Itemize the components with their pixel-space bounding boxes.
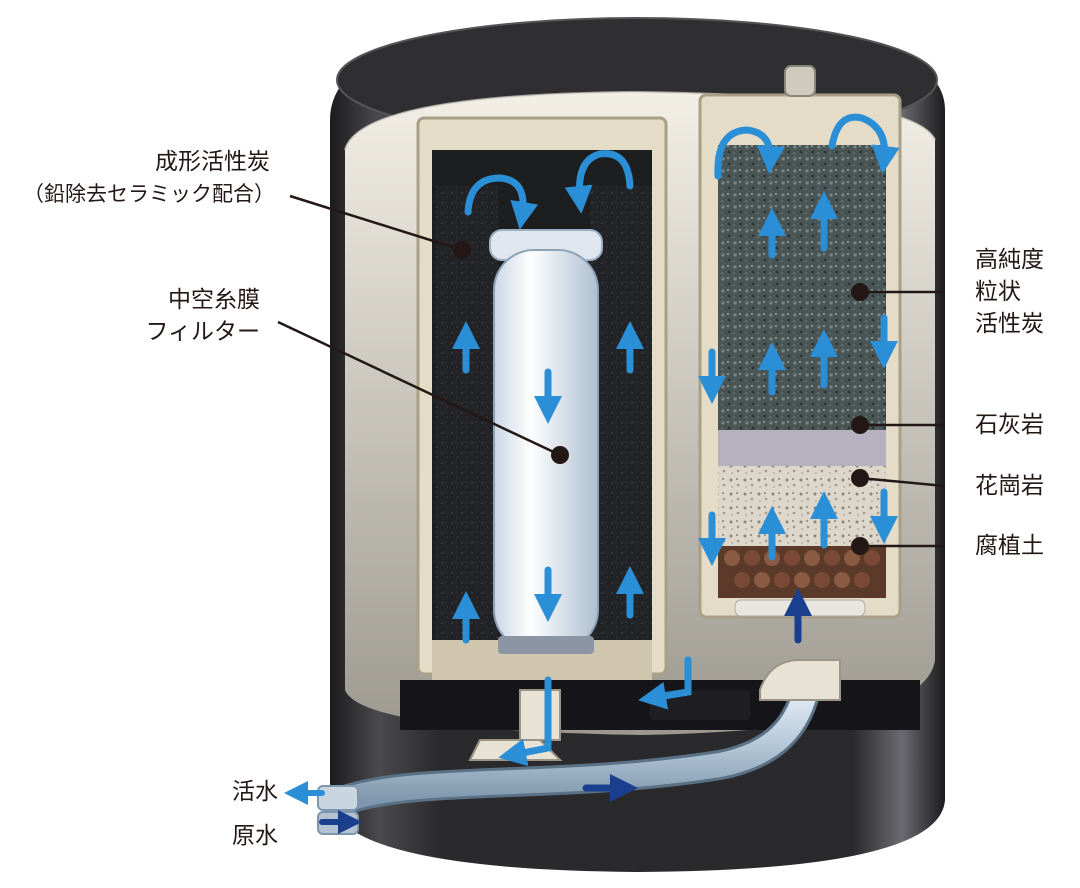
label-input-water: 原水 <box>232 823 278 849</box>
inlet-outlet-nozzle <box>317 785 359 811</box>
flow-arrow-curved-2 <box>564 150 634 214</box>
flow-arrows <box>284 113 900 834</box>
right-cartridge <box>698 65 902 619</box>
flow-arrow-base-1 <box>498 676 552 767</box>
leader-lines <box>277 194 946 555</box>
flow-arrow-curved-1 <box>464 174 539 230</box>
label-molded-carbon: 成形活性炭 <box>100 146 270 178</box>
leader-dot-hollow-fiber <box>551 446 569 464</box>
molded-carbon-block-left <box>436 186 498 646</box>
label-granular-carbon: 高純度 粒状 活性炭 <box>975 247 1044 337</box>
limestone-layer <box>718 430 886 470</box>
label-granite: 花崗岩 <box>975 473 1044 499</box>
label-hollow-fiber-filter: 中空糸膜 フィルター <box>145 287 260 345</box>
label-limestone: 石灰岩 <box>975 412 1044 438</box>
label-humus: 腐植土 <box>975 533 1044 559</box>
flow-arrow-curved-3 <box>714 126 785 180</box>
leader-molded-carbon <box>289 194 463 252</box>
leader-granite <box>859 476 946 488</box>
leader-hollow-fiber <box>277 320 561 457</box>
left-cartridge <box>416 116 668 680</box>
flow-arrow-base-2 <box>638 656 692 710</box>
label-output-water: 活水 <box>232 779 278 805</box>
flow-arrow-curved-4 <box>828 113 900 174</box>
label-molded-carbon-note: （鉛除去セラミック配合） <box>23 182 275 206</box>
leader-dot-molded-carbon <box>453 241 471 259</box>
label-molded-carbon-title: 成形活性炭 <box>155 149 270 175</box>
